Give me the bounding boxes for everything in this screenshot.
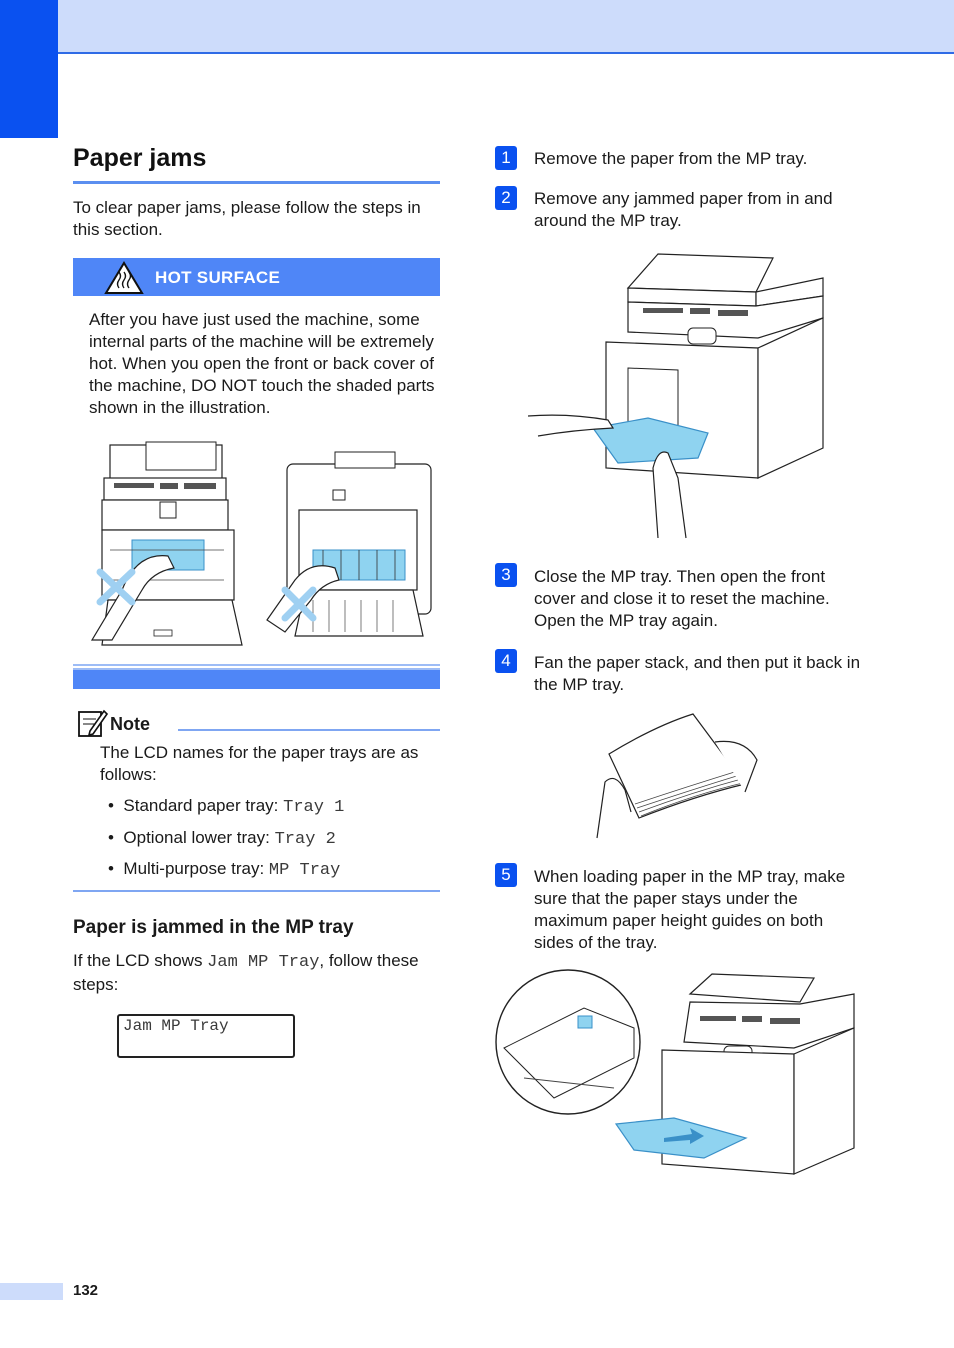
lcd-code: MP Tray (268, 861, 341, 880)
note-rule (178, 729, 440, 731)
warning-text: After you have just used the machine, so… (89, 310, 435, 417)
remove-paper-mp-tray-illustration (528, 253, 824, 539)
hot-surface-label: HOT SURFACE (155, 268, 281, 287)
chapter-tab (0, 0, 58, 138)
load-paper-mp-tray-illustration (495, 969, 855, 1175)
note-list-item: • Multi-purpose tray: MP Tray (108, 859, 341, 880)
lcd-display-text: Jam MP Tray (123, 1017, 229, 1035)
step-text: Remove the paper from the MP tray. (534, 149, 808, 168)
step-number-badge: 1 (495, 146, 517, 170)
step-number-badge: 2 (495, 186, 517, 210)
warning-top-rule (73, 664, 440, 666)
note-pencil-icon (78, 709, 108, 737)
header-band (0, 0, 954, 54)
step-text: Fan the paper stack, and then put it bac… (534, 653, 861, 694)
step-number-badge: 4 (495, 649, 517, 673)
page-number: 132 (73, 1282, 99, 1299)
step-text: When loading paper in the MP tray, make … (534, 867, 846, 952)
lcd-code: Tray 2 (274, 830, 336, 849)
note-label: Note (110, 714, 150, 734)
note-text: The LCD names for the paper trays are as… (100, 743, 419, 784)
lcd-display (117, 1014, 295, 1058)
section-intro: To clear paper jams, please follow the s… (73, 198, 421, 239)
step-number-badge: 3 (495, 563, 517, 587)
lcd-code: Tray 1 (283, 798, 345, 817)
section-title: Paper jams (73, 144, 207, 172)
front-cover-open-illustration (90, 441, 243, 646)
note-bottom-rule (73, 890, 440, 892)
note-list-item: • Optional lower tray: Tray 2 (108, 828, 336, 849)
warning-bottom-bar (73, 668, 440, 689)
step-number-badge: 5 (495, 863, 517, 887)
fan-paper-stack-illustration (596, 713, 758, 839)
step-text: Remove any jammed paper from in and arou… (534, 189, 833, 230)
back-cover-open-illustration (266, 451, 432, 637)
title-rule (73, 181, 440, 184)
step-text: Close the MP tray. Then open the front c… (534, 567, 830, 630)
footer-tab (0, 1283, 63, 1300)
lcd-code: Jam MP Tray (207, 953, 320, 972)
subsection-title: Paper is jammed in the MP tray (73, 917, 354, 938)
subsection-text: If the LCD shows Jam MP Tray, follow the… (73, 951, 419, 994)
hot-surface-warning-icon (104, 261, 144, 294)
note-list-item: • Standard paper tray: Tray 1 (108, 796, 345, 817)
